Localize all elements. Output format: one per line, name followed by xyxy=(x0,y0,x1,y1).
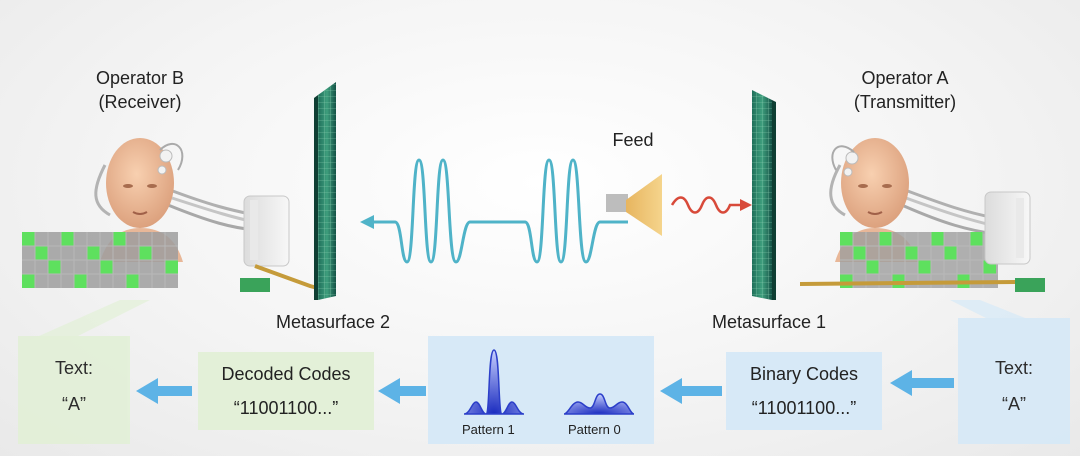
feed-horn xyxy=(606,174,662,236)
decoded-codes-box: Decoded Codes “11001100...” xyxy=(198,352,374,430)
text-input-box: Text: “A” xyxy=(958,318,1070,444)
transmitted-wave xyxy=(360,158,628,264)
pattern-box: Pattern 1 Pattern 0 xyxy=(428,336,654,444)
operator-b-code-grid xyxy=(22,232,178,288)
binary-codes-box: Binary Codes “11001100...” xyxy=(726,352,882,430)
text-input-value: “A” xyxy=(1002,394,1026,414)
decoded-codes-value: “11001100...” xyxy=(233,398,339,418)
text-input-title: Text: xyxy=(994,358,1033,378)
metasurface-2-label: Metasurface 2 xyxy=(275,312,391,332)
decoded-codes-title: Decoded Codes xyxy=(221,364,351,384)
metasurface-1-panel xyxy=(752,90,776,300)
text-output-box: Text: “A” xyxy=(18,336,130,444)
operator-a-figure xyxy=(799,138,1045,292)
operator-b-label: Operator B (Receiver) xyxy=(75,66,205,114)
metasurface-1-label: Metasurface 1 xyxy=(711,312,827,332)
operator-a-label: Operator A (Transmitter) xyxy=(835,66,975,114)
operator-b-figure xyxy=(22,138,326,292)
operator-a-role: (Transmitter) xyxy=(853,92,957,112)
pattern-1-label: Pattern 1 xyxy=(462,422,515,437)
operator-b-role: (Receiver) xyxy=(98,92,182,112)
binary-codes-value: “11001100...” xyxy=(751,398,857,418)
operator-a-code-grid xyxy=(840,232,998,288)
feed-wave xyxy=(670,196,752,214)
operator-a-name: Operator A xyxy=(861,68,949,88)
binary-codes-title: Binary Codes xyxy=(749,364,859,384)
metasurface-2-panel xyxy=(314,82,336,300)
pattern-0-label: Pattern 0 xyxy=(568,422,621,437)
pattern-0-shape xyxy=(563,393,635,415)
text-output-title: Text: xyxy=(54,358,93,378)
pattern-1-shape xyxy=(463,349,525,415)
feed-label: Feed xyxy=(612,130,654,150)
operator-b-name: Operator B xyxy=(95,68,185,88)
text-output-value: “A” xyxy=(62,394,86,414)
radiation-patterns xyxy=(463,349,635,415)
